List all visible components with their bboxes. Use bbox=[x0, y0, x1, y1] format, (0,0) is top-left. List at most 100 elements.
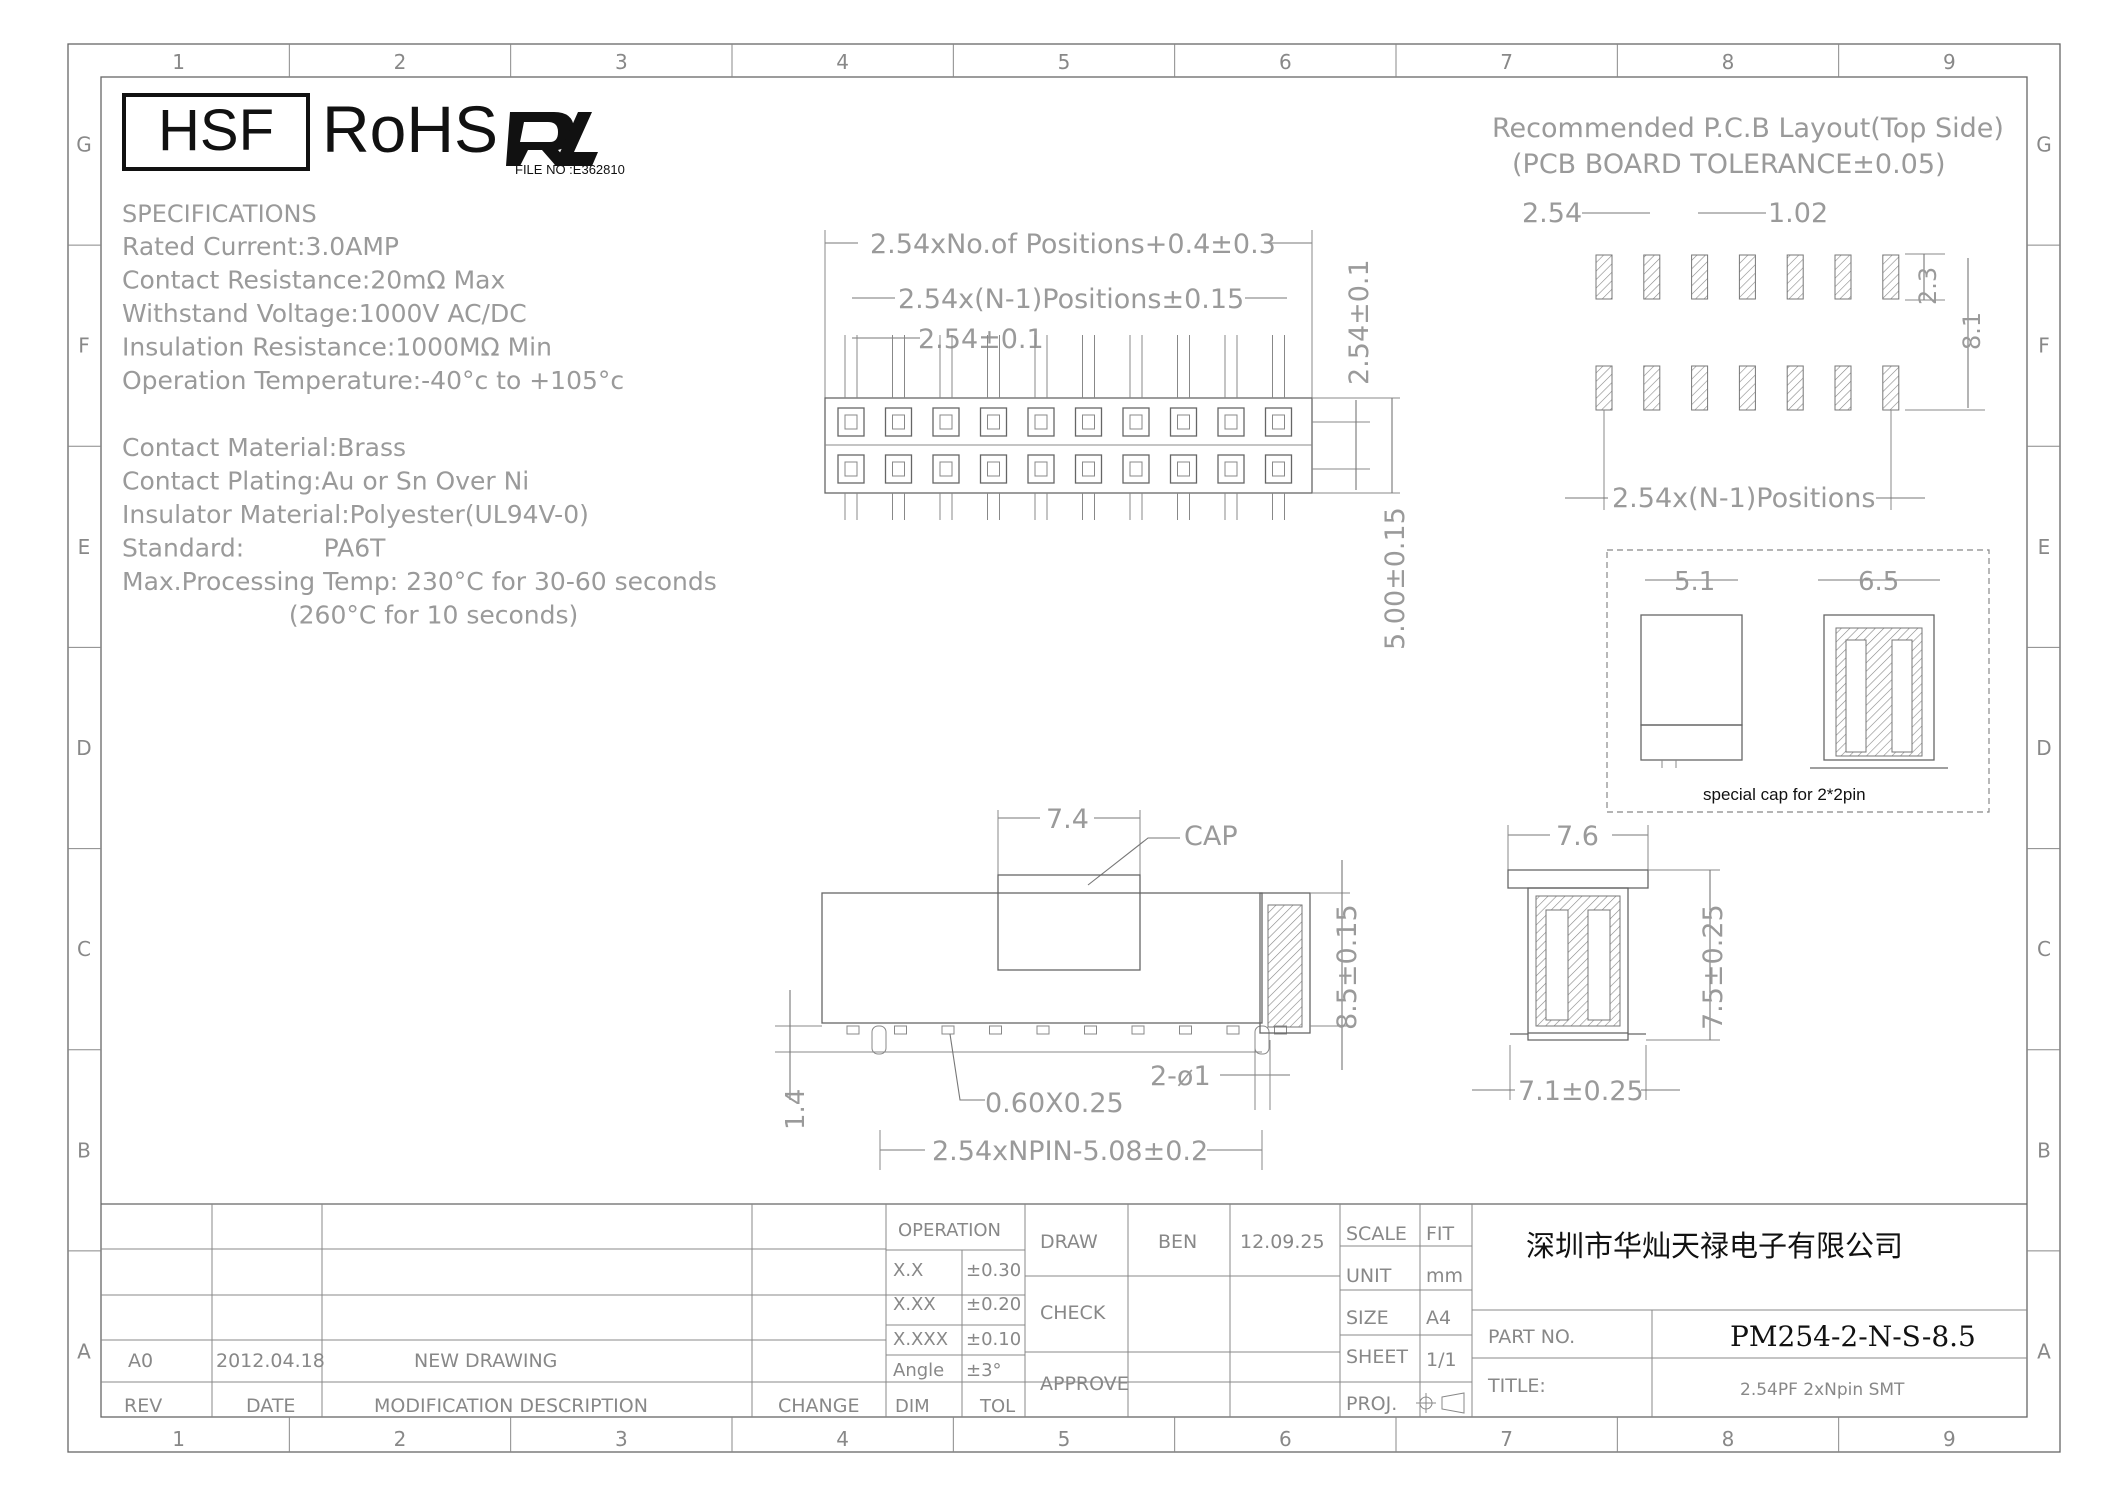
dim-lead: 0.60X0.25 bbox=[985, 1088, 1124, 1119]
spec-line: Max.Processing Temp: 230°C for 30-60 sec… bbox=[122, 567, 717, 596]
grid-row-E-right: E bbox=[2038, 535, 2051, 559]
rev-value: A0 bbox=[128, 1350, 153, 1372]
dim-cap-a: 5.1 bbox=[1674, 567, 1715, 597]
rohs-logo: RoHS bbox=[322, 92, 498, 166]
spec-line: Insulator Material:Polyester(UL94V-0) bbox=[122, 500, 589, 529]
end-view: 7.6 7.5±0.25 7.1±0.25 bbox=[1472, 821, 1729, 1107]
grid-col-5-top: 5 bbox=[1058, 50, 1071, 74]
tol-value: ±0.10 bbox=[966, 1329, 1021, 1350]
spec-line: Contact Material:Brass bbox=[122, 433, 406, 462]
sheet-label: SHEET bbox=[1346, 1346, 1408, 1368]
check-label: CHECK bbox=[1040, 1302, 1106, 1324]
specs-heading: SPECIFICATIONS bbox=[122, 200, 317, 228]
sheet-value: 1/1 bbox=[1426, 1349, 1457, 1371]
contact-cavity bbox=[1027, 454, 1055, 484]
operation-label: OPERATION bbox=[898, 1220, 1001, 1241]
grid-col-2-top: 2 bbox=[394, 50, 407, 74]
dim-standoff: 1.4 bbox=[781, 1089, 811, 1130]
title-label: TITLE: bbox=[1487, 1375, 1546, 1397]
pcb-pad bbox=[1691, 365, 1709, 411]
dim-end-top: 7.6 bbox=[1556, 821, 1599, 852]
contact-cavity bbox=[884, 454, 913, 484]
grid-col-6-top: 6 bbox=[1279, 50, 1292, 74]
spec-line: Rated Current:3.0AMP bbox=[122, 232, 399, 261]
contact-cavity bbox=[1074, 454, 1103, 484]
smt-lead bbox=[989, 1025, 1002, 1035]
smt-lead bbox=[1179, 1025, 1192, 1035]
grid-row-B-left: B bbox=[77, 1138, 91, 1162]
projection-symbol-icon bbox=[1416, 1392, 1465, 1414]
pcb-pad bbox=[1595, 365, 1613, 411]
smt-lead bbox=[1131, 1025, 1145, 1035]
grid-row-B-right: B bbox=[2037, 1138, 2051, 1162]
rev-header: REV bbox=[124, 1395, 162, 1417]
grid-col-8-top: 8 bbox=[1722, 50, 1735, 74]
smt-lead bbox=[894, 1025, 907, 1035]
spec-line: Operation Temperature:-40°c to +105°c bbox=[122, 366, 624, 395]
draw-label: DRAW bbox=[1040, 1231, 1098, 1253]
grid-row-G-right: G bbox=[2036, 133, 2052, 157]
dim-cap-width: 7.4 bbox=[1046, 804, 1089, 835]
change-header: CHANGE bbox=[778, 1395, 860, 1417]
spec-line: (260°C for 10 seconds) bbox=[122, 601, 578, 630]
dim-pcb-span: 2.54x(N-1)Positions bbox=[1612, 483, 1875, 514]
contact-cavity bbox=[1027, 407, 1055, 437]
tol-value: ±0.30 bbox=[966, 1260, 1021, 1281]
dim-end-height: 7.5±0.25 bbox=[1698, 904, 1729, 1030]
grid-col-1-bottom: 1 bbox=[172, 1427, 185, 1451]
approve-label: APPROVE bbox=[1040, 1373, 1129, 1395]
special-cap-detail: 5.1 6.5 special cap for 2*2pin bbox=[1606, 549, 1990, 813]
hsf-logo: HSF bbox=[122, 93, 310, 171]
cap-caption: special cap for 2*2pin bbox=[1703, 785, 1866, 804]
dim-height: 8.5±0.15 bbox=[1332, 904, 1363, 1030]
dim-pitch: 2.54±0.1 bbox=[918, 324, 1044, 355]
ul-file-no: FILE NO :E362810 bbox=[515, 162, 625, 177]
contact-cavity bbox=[1074, 407, 1103, 437]
grid-col-7-bottom: 7 bbox=[1500, 1427, 1513, 1451]
grid-row-E-left: E bbox=[78, 535, 91, 559]
pcb-pad bbox=[1786, 254, 1804, 300]
grid-row-D-right: D bbox=[2036, 736, 2051, 760]
ul-logo: FILE NO :E362810 bbox=[506, 112, 625, 177]
grid-col-5-bottom: 5 bbox=[1058, 1427, 1071, 1451]
scale-label: SCALE bbox=[1346, 1223, 1407, 1245]
dim-row-span: 8.1 bbox=[1958, 312, 1986, 350]
tol-dim: X.X bbox=[893, 1260, 923, 1281]
pcb-pad bbox=[1834, 365, 1852, 411]
contact-cavity bbox=[1122, 454, 1150, 484]
grid-col-7-top: 7 bbox=[1500, 50, 1513, 74]
size-label: SIZE bbox=[1346, 1307, 1389, 1329]
pcb-pad bbox=[1643, 254, 1661, 300]
smt-lead bbox=[941, 1025, 955, 1035]
contact-cavity bbox=[837, 407, 865, 437]
contact-cavity bbox=[1264, 454, 1293, 484]
dim-width: 5.00±0.15 bbox=[1380, 507, 1411, 650]
spec-line: Standard: PA6T bbox=[122, 534, 386, 563]
cap bbox=[997, 874, 1141, 971]
rev-date: 2012.04.18 bbox=[216, 1350, 325, 1372]
size-value: A4 bbox=[1426, 1307, 1451, 1329]
pcb-pad bbox=[1882, 254, 1900, 300]
grid-col-3-bottom: 3 bbox=[615, 1427, 628, 1451]
grid-col-9-bottom: 9 bbox=[1943, 1427, 1956, 1451]
title-block: A0 2012.04.18 NEW DRAWING REV DATE MODIF… bbox=[101, 1203, 2027, 1417]
contact-cavity bbox=[932, 454, 960, 484]
smt-lead bbox=[846, 1025, 860, 1035]
contact-cavity bbox=[932, 407, 960, 437]
tol-dim: X.XX bbox=[893, 1294, 936, 1315]
spec-line: Insulation Resistance:1000MΩ Min bbox=[122, 333, 552, 362]
grid-row-F-left: F bbox=[78, 334, 90, 358]
contact-cavity bbox=[884, 407, 913, 437]
date-header: DATE bbox=[246, 1395, 295, 1417]
part-no-label: PART NO. bbox=[1488, 1326, 1575, 1348]
contact-cavity bbox=[1217, 454, 1245, 484]
drawing-title: 2.54PF 2xNpin SMT bbox=[1740, 1380, 1905, 1400]
pcb-pad bbox=[1738, 254, 1756, 300]
contact-cavity bbox=[1169, 407, 1198, 437]
pcb-pad bbox=[1882, 365, 1900, 411]
grid-col-6-bottom: 6 bbox=[1279, 1427, 1292, 1451]
grid-row-G-left: G bbox=[76, 133, 92, 157]
description-header: MODIFICATION DESCRIPTION bbox=[374, 1395, 648, 1417]
dim-pad-length: 2.3 bbox=[1914, 267, 1942, 305]
